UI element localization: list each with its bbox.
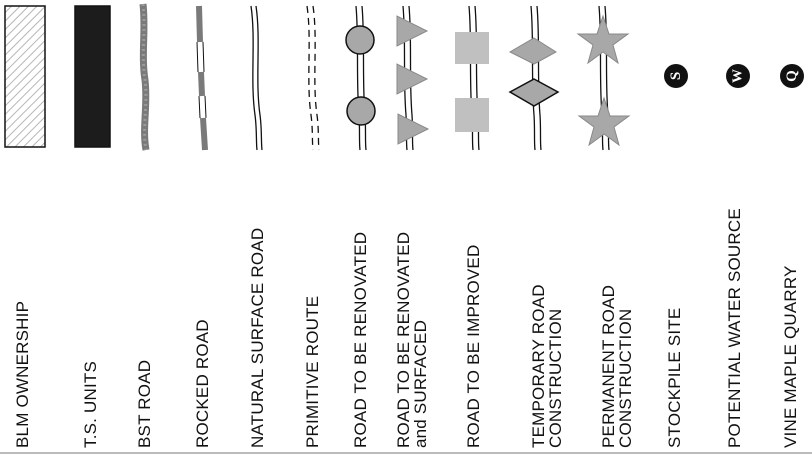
water-source-symbol: W: [726, 64, 750, 88]
label-line: BLM OWNERSHIP: [13, 300, 32, 448]
label-line: STOCKPILE SITE: [665, 307, 684, 448]
label-line: CONSTRUCTION: [616, 308, 635, 448]
svg-text:W: W: [731, 69, 746, 83]
label-line: VINE MAPLE QUARRY: [781, 265, 800, 448]
natural-surface-road-symbol: [250, 5, 263, 151]
label-line: PRIMITIVE ROUTE: [303, 295, 322, 448]
svg-text:Q: Q: [784, 70, 800, 82]
temporary-road-symbol: [508, 5, 560, 151]
label-line: ROCKED ROAD: [193, 319, 212, 448]
svg-text:S: S: [668, 72, 684, 80]
label-line: POTENTIAL WATER SOURCE: [725, 208, 744, 448]
permanent-road-symbol: [576, 5, 631, 151]
label-line: ROAD TO BE IMPROVED: [464, 244, 483, 448]
road-renovated-symbol: [345, 5, 376, 151]
label-line: PERMANENT ROAD: [599, 284, 618, 448]
ts-units-symbol: [74, 5, 111, 148]
label-line: and SURFACED: [411, 319, 430, 448]
label-line: BST ROAD: [135, 359, 154, 448]
road-improved-symbol: [455, 5, 489, 151]
blm-ownership-symbol: [4, 5, 46, 148]
label-line: ROAD TO BE RENOVATED: [394, 231, 413, 448]
label-line: NATURAL SURFACE ROAD: [248, 227, 267, 448]
bottom-divider: [0, 452, 812, 454]
primitive-route-symbol: [306, 5, 320, 151]
bst-road-symbol: [139, 3, 150, 151]
road-renovated-surfaced-symbol: [396, 5, 430, 151]
stockpile-site-symbol: S: [664, 64, 688, 88]
quarry-symbol: Q: [780, 64, 804, 88]
label-line: TEMPORARY ROAD: [529, 284, 548, 448]
label-line: ROAD TO BE RENOVATED: [351, 231, 370, 448]
label-line: T.S. UNITS: [81, 360, 100, 448]
label-line: CONSTRUCTION: [546, 308, 565, 448]
rocked-road-symbol: [196, 5, 208, 151]
